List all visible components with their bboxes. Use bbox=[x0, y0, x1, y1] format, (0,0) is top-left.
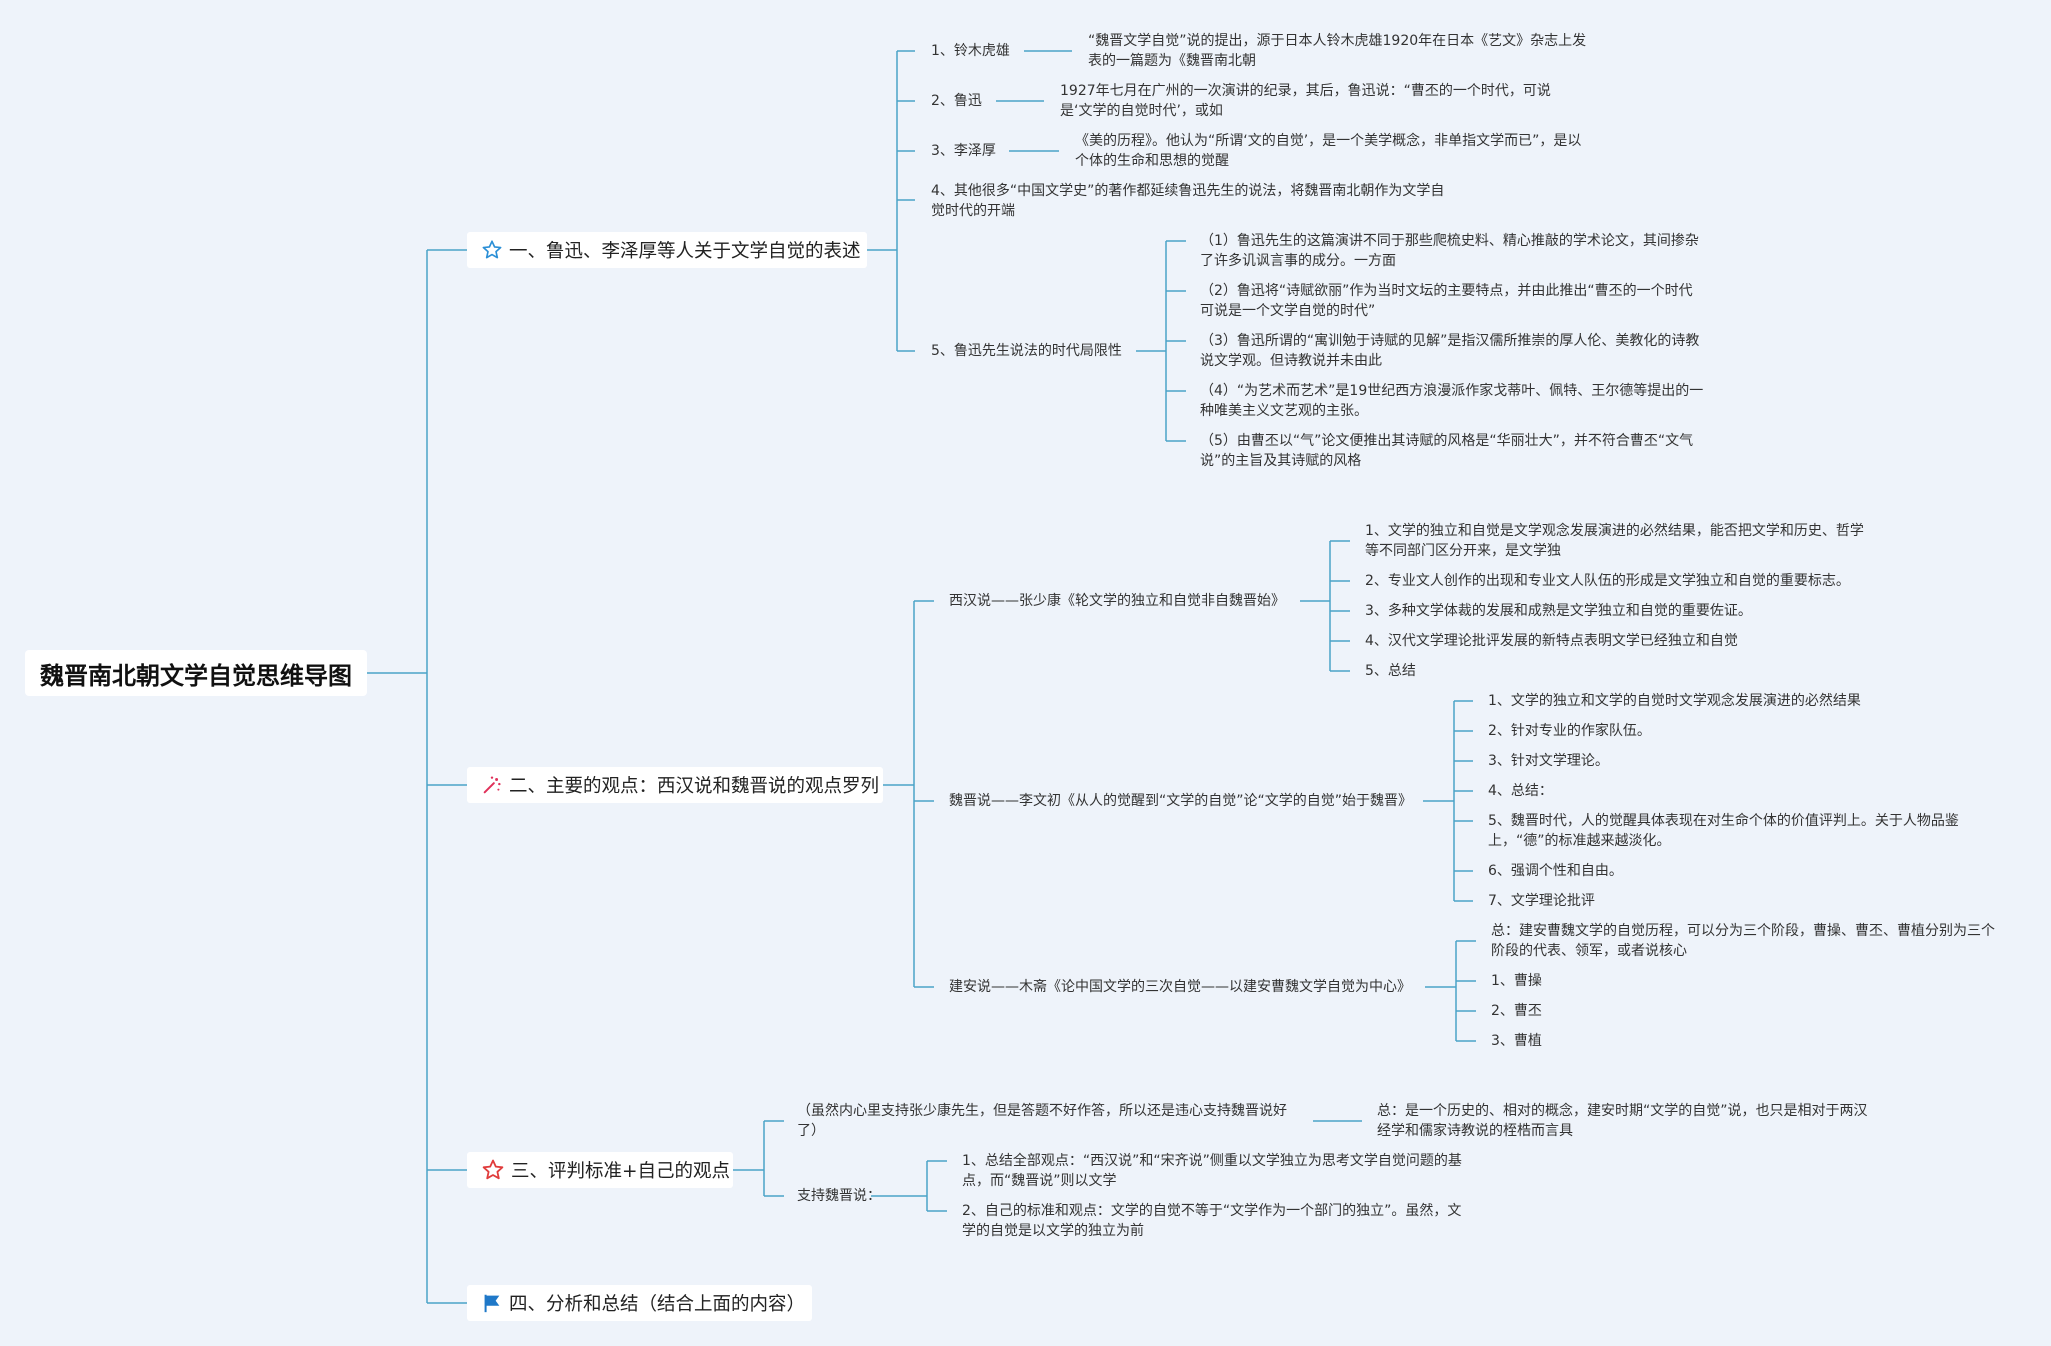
b1-item-3-detail[interactable]: 《美的历程》。他认为“所谓‘文的自觉’，是一个美学概念，非单指文学而已”，是以个… bbox=[1075, 133, 1582, 169]
b2-group-2-child-3[interactable]: 3、针对文学理论。 bbox=[1488, 753, 1609, 769]
b1-item-5-child-5[interactable]: （5）由曹丕以“气”论文便推出其诗赋的风格是“华丽壮大”，并不符合曹丕“文气说”… bbox=[1200, 433, 1694, 469]
flag-icon bbox=[481, 1291, 503, 1315]
b2-group-3[interactable]: 建安说——木斋《论中国文学的三次自觉——以建安曹魏文学自觉为中心》 bbox=[949, 979, 1411, 995]
b2-group-2-child-1[interactable]: 1、文学的独立和文学的自觉时文学观念发展演进的必然结果 bbox=[1488, 693, 1861, 709]
b2-group-1-child-5[interactable]: 5、总结 bbox=[1365, 663, 1416, 679]
b2-group-2[interactable]: 魏晋说——李文初《从人的觉醒到“文学的自觉”论“文学的自觉”始于魏晋》 bbox=[949, 793, 1413, 809]
branch-2-box[interactable]: 二、主要的观点：西汉说和魏晋说的观点罗列 bbox=[467, 767, 883, 803]
b2-group-1-child-3[interactable]: 3、多种文学体裁的发展和成熟是文学独立和自觉的重要佐证。 bbox=[1365, 603, 1752, 619]
sparkle-icon bbox=[481, 773, 503, 797]
b2-group-3-child-1[interactable]: 总：建安曹魏文学的自觉历程，可以分为三个阶段，曹操、曹丕、曹植分别为三个阶段的代… bbox=[1491, 923, 1995, 959]
b1-item-2[interactable]: 2、鲁迅 bbox=[931, 93, 982, 109]
b2-group-1-child-1[interactable]: 1、文学的独立和自觉是文学观念发展演进的必然结果，能否把文学和历史、哲学等不同部… bbox=[1365, 523, 1864, 559]
b2-group-2-child-2[interactable]: 2、针对专业的作家队伍。 bbox=[1488, 723, 1651, 739]
b2-group-2-child-7[interactable]: 7、文学理论批评 bbox=[1488, 893, 1595, 909]
b3-item-2[interactable]: 支持魏晋说： bbox=[797, 1188, 881, 1204]
b2-group-1-child-2[interactable]: 2、专业文人创作的出现和专业文人队伍的形成是文学独立和自觉的重要标志。 bbox=[1365, 573, 1850, 589]
b1-item-1-detail[interactable]: “魏晋文学自觉”说的提出，源于日本人铃木虎雄1920年在日本《艺文》杂志上发表的… bbox=[1088, 33, 1587, 69]
b2-group-3-child-2[interactable]: 1、曹操 bbox=[1491, 973, 1542, 989]
branch-3-box[interactable]: 三、评判标准+自己的观点 bbox=[467, 1152, 733, 1188]
b1-item-2-detail[interactable]: 1927年七月在广州的一次演讲的纪录，其后，鲁迅说：“曹丕的一个时代，可说是‘文… bbox=[1060, 83, 1551, 119]
branch-3-label: 三、评判标准+自己的观点 bbox=[511, 1161, 731, 1182]
branch-1-box[interactable]: 一、鲁迅、李泽厚等人关于文学自觉的表述 bbox=[467, 232, 867, 268]
b2-group-1-child-4[interactable]: 4、汉代文学理论批评发展的新特点表明文学已经独立和自觉 bbox=[1365, 633, 1738, 649]
b3-item-2-child-2[interactable]: 2、自己的标准和观点：文学的自觉不等于“文学作为一个部门的独立”。虽然，文学的自… bbox=[962, 1203, 1462, 1239]
b2-group-1[interactable]: 西汉说——张少康《轮文学的独立和自觉非自魏晋始》 bbox=[949, 593, 1285, 609]
b1-item-5-child-2[interactable]: （2）鲁迅将“诗赋欲丽”作为当时文坛的主要特点，并由此推出“曹丕的一个时代可说是… bbox=[1200, 283, 1693, 319]
b1-item-1[interactable]: 1、铃木虎雄 bbox=[931, 43, 1010, 59]
b2-group-2-child-5[interactable]: 5、魏晋时代，人的觉醒具体表现在对生命个体的价值评判上。关于人物品鉴上，“德”的… bbox=[1488, 813, 1959, 849]
b2-group-2-child-4[interactable]: 4、总结： bbox=[1488, 783, 1553, 799]
branch-4-box[interactable]: 四、分析和总结（结合上面的内容） bbox=[467, 1285, 812, 1321]
branch-4-label: 四、分析和总结（结合上面的内容） bbox=[509, 1294, 806, 1315]
branch-2-label: 二、主要的观点：西汉说和魏晋说的观点罗列 bbox=[509, 776, 880, 797]
b1-item-4[interactable]: 4、其他很多“中国文学史”的著作都延续鲁迅先生的说法，将魏晋南北朝作为文学自觉时… bbox=[931, 183, 1445, 219]
b1-item-5-child-3[interactable]: （3）鲁迅所谓的“寓训勉于诗赋的见解”是指汉儒所推崇的厚人伦、美教化的诗教说文学… bbox=[1200, 333, 1700, 369]
b1-item-5-child-1[interactable]: （1）鲁迅先生的这篇演讲不同于那些爬梳史料、精心推敲的学术论文，其间掺杂了许多讥… bbox=[1200, 233, 1699, 269]
b2-group-3-child-4[interactable]: 3、曹植 bbox=[1491, 1033, 1542, 1049]
b2-group-3-child-3[interactable]: 2、曹丕 bbox=[1491, 1003, 1542, 1019]
b1-item-5[interactable]: 5、鲁迅先生说法的时代局限性 bbox=[931, 343, 1122, 359]
star-outline-icon bbox=[481, 238, 503, 262]
branch-1-label: 一、鲁迅、李泽厚等人关于文学自觉的表述 bbox=[509, 241, 861, 262]
b3-item-1-detail[interactable]: 总：是一个历史的、相对的概念，建安时期“文学的自觉”说，也只是相对于两汉经学和儒… bbox=[1377, 1103, 1868, 1139]
b3-item-1[interactable]: （虽然内心里支持张少康先生，但是答题不好作答，所以还是违心支持魏晋说好了） bbox=[797, 1103, 1287, 1139]
root-topic[interactable]: 魏晋南北朝文学自觉思维导图 bbox=[25, 650, 367, 696]
b1-item-5-child-4[interactable]: （4）“为艺术而艺术”是19世纪西方浪漫派作家戈蒂叶、佩特、王尔德等提出的一种唯… bbox=[1200, 383, 1704, 419]
b3-item-2-child-1[interactable]: 1、总结全部观点：“西汉说”和“宋齐说”侧重以文学独立为思考文学自觉问题的基点，… bbox=[962, 1153, 1462, 1189]
star-outline-red-icon bbox=[481, 1158, 505, 1182]
b2-group-2-child-6[interactable]: 6、强调个性和自由。 bbox=[1488, 863, 1623, 879]
b1-item-3[interactable]: 3、李泽厚 bbox=[931, 143, 996, 159]
